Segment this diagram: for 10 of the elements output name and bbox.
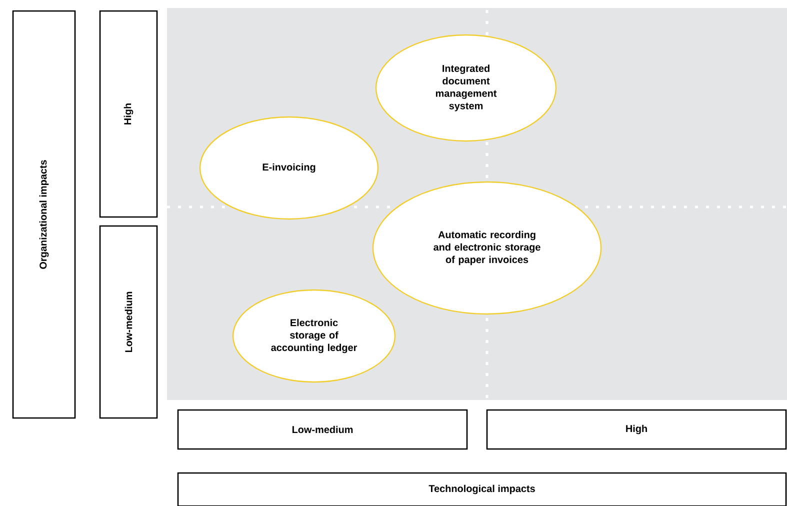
axis-box: Low-medium — [177, 409, 468, 450]
axis-box: Technological impacts — [177, 472, 787, 506]
ellipse-bubble: Automatic recording and electronic storage of paper invoices — [372, 181, 602, 315]
ellipse-bubble: Electronic storage of accounting ledger — [232, 289, 396, 383]
ellipse-bubble: Integrated document management system — [375, 34, 557, 142]
axis-box: Organizational impacts — [12, 10, 76, 419]
axis-box: High — [486, 409, 787, 450]
ellipse-bubble: E-invoicing — [199, 116, 379, 220]
axis-box: Low-medium — [99, 225, 158, 419]
axis-box: High — [99, 10, 158, 218]
